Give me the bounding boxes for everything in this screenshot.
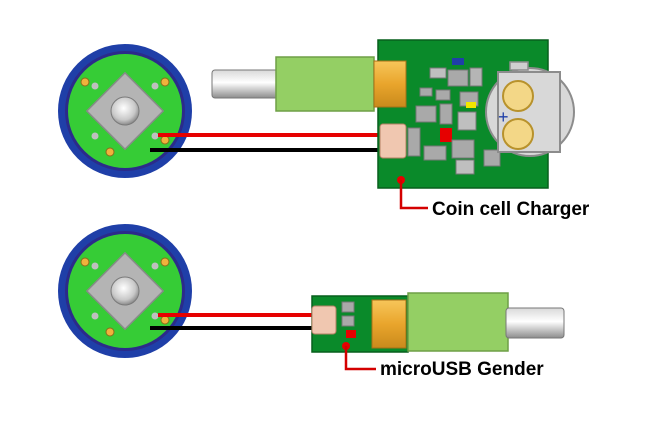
gender-board [311,295,409,353]
callout-gender: microUSB Gender [344,346,544,380]
micro-usb-port [373,60,407,108]
wire-connector [379,123,407,159]
tactile-knob [110,96,140,126]
coin-cell-holder: + [485,61,575,157]
button-module-bottom [58,224,192,358]
gender-usb-cable [407,292,565,352]
charger-label: Coin cell Charger [432,199,590,220]
wires-bottom [150,313,322,330]
wires-top [150,133,390,152]
coin-plus-icon: + [498,107,509,127]
button-module-top [58,44,192,178]
callout-charger: Coin cell Charger [399,180,590,220]
gender-label: microUSB Gender [380,359,544,380]
